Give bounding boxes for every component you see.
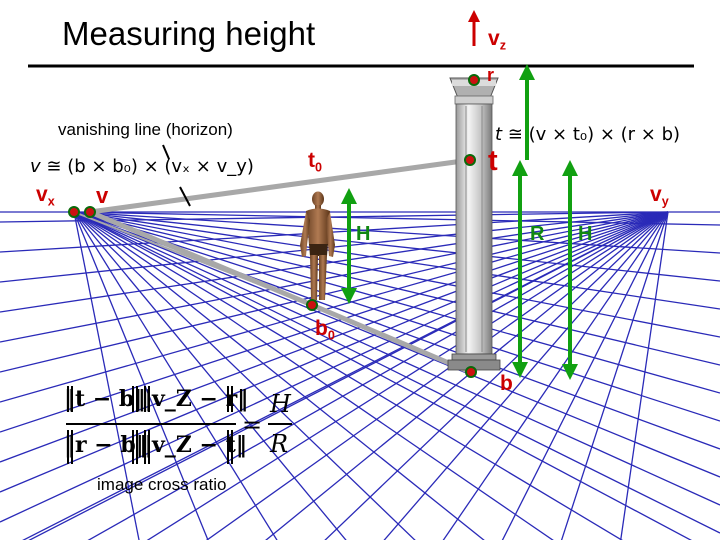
grid-line bbox=[73, 211, 720, 422]
point-v bbox=[84, 206, 96, 218]
grid-line bbox=[0, 211, 669, 523]
grid-line bbox=[0, 211, 669, 463]
grid-line bbox=[146, 211, 669, 540]
grid-line bbox=[205, 211, 669, 540]
grid-line bbox=[73, 211, 720, 394]
height-arrows bbox=[341, 64, 578, 380]
point-r bbox=[468, 74, 480, 86]
cross-ratio-rhs-den: R bbox=[270, 430, 289, 458]
person-figure bbox=[300, 191, 335, 300]
grid-line bbox=[73, 211, 278, 540]
label-v: v bbox=[96, 183, 109, 208]
grid-line bbox=[73, 211, 720, 534]
equation-v: v ≅ (b × b₀) × (vₓ × v_y) bbox=[30, 156, 254, 177]
label-height-person: H bbox=[356, 223, 371, 245]
grid-line bbox=[0, 211, 669, 493]
equation-t: t ≅ (v × t₀) × (r × b) bbox=[495, 124, 681, 145]
cross-ratio-num-right: ‖v_Z − r‖ bbox=[141, 386, 249, 412]
grid-line bbox=[73, 211, 209, 540]
grid-line bbox=[0, 211, 669, 373]
label-t: t bbox=[488, 145, 498, 177]
grid-line bbox=[0, 211, 669, 253]
grid-line bbox=[73, 211, 416, 540]
label-t0: t0 bbox=[308, 149, 323, 175]
cross-ratio-caption: image cross ratio bbox=[97, 475, 227, 494]
cross-ratio-rhs-num: H bbox=[270, 390, 291, 418]
cross-ratio-lines bbox=[66, 386, 292, 464]
grid-line bbox=[73, 211, 554, 540]
column bbox=[447, 77, 501, 371]
point-b bbox=[465, 366, 477, 378]
grid-line bbox=[265, 211, 669, 540]
point-vx bbox=[68, 206, 80, 218]
grid-line bbox=[383, 211, 669, 540]
grid-line bbox=[0, 211, 669, 343]
grid-line bbox=[620, 211, 669, 540]
label-r: r bbox=[487, 65, 495, 85]
label-reference-height: R bbox=[530, 223, 545, 245]
grid-line bbox=[73, 211, 720, 338]
horizon-pointers bbox=[162, 144, 191, 207]
grid-line bbox=[501, 211, 669, 540]
grid-line bbox=[324, 211, 669, 540]
grid-line bbox=[73, 211, 720, 282]
point-t bbox=[464, 154, 476, 166]
grid-line bbox=[0, 211, 669, 313]
grid-line bbox=[73, 211, 720, 506]
grid-line bbox=[73, 211, 623, 540]
point-b0 bbox=[306, 299, 318, 311]
label-b: b bbox=[500, 372, 513, 395]
cross-ratio-den-left: ‖r − b‖ bbox=[64, 432, 147, 458]
label-vz: vz bbox=[488, 27, 506, 53]
grid-line bbox=[442, 211, 669, 540]
grid-line bbox=[73, 211, 692, 540]
grid-line bbox=[73, 211, 347, 540]
construction-lines bbox=[73, 157, 473, 375]
page-title: Measuring height bbox=[62, 15, 316, 52]
label-height-right: H bbox=[578, 223, 593, 245]
grid-line bbox=[28, 211, 669, 540]
grid-line bbox=[0, 211, 669, 403]
cross-ratio-den-right: ‖v_Z − t‖ bbox=[141, 432, 247, 458]
horizon-caption: vanishing line (horizon) bbox=[58, 120, 233, 139]
cross-ratio-num-left: ‖t − b‖ bbox=[64, 386, 146, 412]
cross-ratio-equals: = bbox=[242, 411, 263, 439]
grid-line bbox=[0, 211, 669, 433]
grid-line bbox=[73, 211, 720, 478]
grid-line bbox=[560, 211, 669, 540]
label-b0: b0 bbox=[315, 317, 335, 343]
label-vx: vx bbox=[36, 183, 55, 209]
label-vy: vy bbox=[650, 183, 669, 209]
